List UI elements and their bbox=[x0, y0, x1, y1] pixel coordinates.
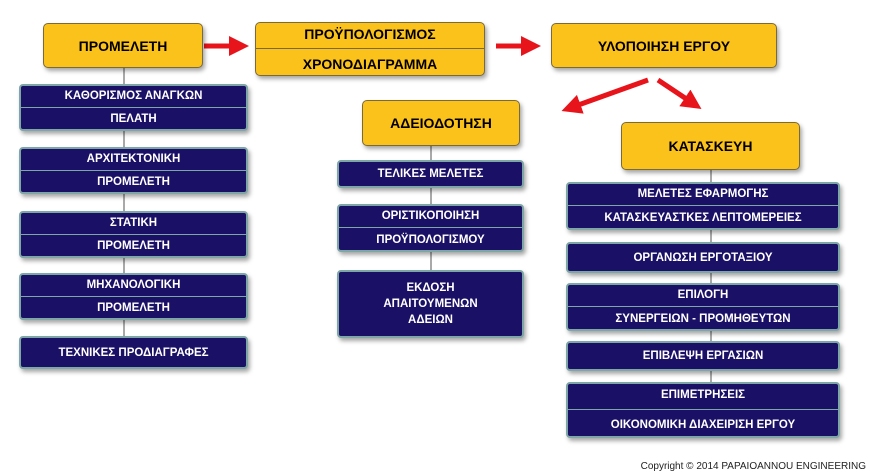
task-label: ΠΡΟΜΕΛΕΤΗ bbox=[97, 240, 170, 253]
permits-task-final-studies: ΤΕΛΙΚΕΣ ΜΕΛΕΤΕΣ bbox=[337, 160, 524, 188]
arrow-to-permits bbox=[561, 77, 649, 114]
task-label: ΤΕΛΙΚΕΣ ΜΕΛΕΤΕΣ bbox=[377, 168, 484, 180]
task-label: ΣΤΑΤΙΚΗ bbox=[109, 216, 158, 229]
prostudy-task-structural: ΣΤΑΤΙΚΗ ΠΡΟΜΕΛΕΤΗ bbox=[19, 211, 248, 258]
task-label: ΑΡΧΙΤΕΚΤΟΝΙΚΗ bbox=[86, 152, 181, 165]
task-label: ΟΡΙΣΤΙΚΟΠΟΙΗΣΗ bbox=[381, 209, 480, 222]
task-label: ΕΠΙΛΟΓΗ bbox=[677, 288, 729, 301]
task-separator bbox=[21, 106, 246, 108]
task-label: ΠΡΟΜΕΛΕΤΗ bbox=[97, 302, 170, 315]
task-label: ΟΡΓΑΝΩΣΗ ΕΡΓΟΤΑΞΙΟΥ bbox=[633, 251, 773, 264]
task-label: ΠΡΟΜΕΛΕΤΗ bbox=[97, 176, 170, 189]
phase-implementation: ΥΛΟΠΟΙΗΣΗ ΕΡΓΟΥ bbox=[551, 23, 777, 68]
prostudy-task-architectural: ΑΡΧΙΤΕΚΤΟΝΙΚΗ ΠΡΟΜΕΛΕΤΗ bbox=[19, 147, 248, 194]
task-label: ΑΔΕΙΩΝ bbox=[408, 314, 453, 326]
phase-construction: ΚΑΤΑΣΚΕΥΗ bbox=[621, 122, 800, 170]
construction-task-contractor-selection: ΕΠΙΛΟΓΗ ΣΥΝΕΡΓΕΙΩΝ - ΠΡΟΜΗΘΕΥΤΩΝ bbox=[566, 283, 840, 331]
phase-prostudy: ΠΡΟΜΕΛΕΤΗ bbox=[43, 23, 203, 68]
construction-task-measurements-finance: ΕΠΙΜΕΤΡΗΣΕΙΣ ΟΙΚΟΝΟΜΙΚΗ ΔΙΑΧΕΙΡΙΣΗ ΕΡΓΟΥ bbox=[566, 382, 840, 438]
construction-task-site-organization: ΟΡΓΑΝΩΣΗ ΕΡΓΟΤΑΞΙΟΥ bbox=[566, 242, 840, 273]
task-label: ΕΚΔΟΣΗ bbox=[406, 282, 455, 294]
task-label: ΟΙΚΟΝΟΜΙΚΗ ΔΙΑΧΕΙΡΙΣΗ ΕΡΓΟΥ bbox=[610, 418, 796, 431]
prostudy-task-client-needs: ΚΑΘΟΡΙΣΜΟΣ ΑΝΑΓΚΩΝ ΠΕΛΑΤΗ bbox=[19, 84, 248, 131]
task-label: ΣΥΝΕΡΓΕΙΩΝ - ΠΡΟΜΗΘΕΥΤΩΝ bbox=[615, 313, 791, 326]
task-separator bbox=[21, 169, 246, 171]
task-label: ΠΕΛΑΤΗ bbox=[110, 113, 157, 126]
arrow-to-construction bbox=[656, 77, 702, 109]
construction-task-supervision: ΕΠΙΒΛΕΨΗ ΕΡΓΑΣΙΩΝ bbox=[566, 341, 840, 371]
task-label: ΜΕΛΕΤΕΣ ΕΦΑΡΜΟΓΗΣ bbox=[637, 187, 769, 200]
task-label: ΚΑΤΑΣΚΕΥΑΣΤΚΕΣ ΛΕΠΤΟΜΕΡΕΙΕΣ bbox=[604, 212, 802, 225]
task-label: ΜΗΧΑΝΟΛΟΓΙΚΗ bbox=[86, 278, 181, 291]
phase-implementation-label: ΥΛΟΠΟΙΗΣΗ ΕΡΓΟΥ bbox=[597, 37, 731, 54]
task-separator bbox=[21, 295, 246, 297]
phase-permits-label: ΑΔΕΙΟΔΟΤΗΣΗ bbox=[390, 115, 492, 131]
prostudy-task-mechanical: ΜΗΧΑΝΟΛΟΓΙΚΗ ΠΡΟΜΕΛΕΤΗ bbox=[19, 273, 248, 320]
task-label: ΠΡΟΫΠΟΛΟΓΙΣΜΟΥ bbox=[376, 234, 485, 247]
task-separator bbox=[568, 205, 838, 207]
task-label: ΤΕΧΝΙΚΕΣ ΠΡΟΔΙΑΓΡΑΦΕΣ bbox=[58, 346, 209, 359]
task-separator bbox=[21, 233, 246, 235]
task-label: ΑΠΑΙΤΟΥΜΕΝΩΝ bbox=[383, 298, 478, 310]
phase-budget-schedule: ΠΡΟΫΠΟΛΟΓΙΣΜΟΣ ΧΡΟΝΟΔΙΑΓΡΑΜΜΑ bbox=[255, 22, 485, 76]
phase-budget-separator bbox=[256, 48, 484, 50]
task-separator bbox=[568, 409, 838, 411]
task-separator bbox=[339, 227, 522, 229]
phase-construction-label: ΚΑΤΑΣΚΕΥΗ bbox=[668, 138, 753, 154]
task-separator bbox=[568, 306, 838, 308]
prostudy-task-specifications: ΤΕΧΝΙΚΕΣ ΠΡΟΔΙΑΓΡΑΦΕΣ bbox=[19, 336, 248, 369]
construction-task-applied-studies: ΜΕΛΕΤΕΣ ΕΦΑΡΜΟΓΗΣ ΚΑΤΑΣΚΕΥΑΣΤΚΕΣ ΛΕΠΤΟΜΕ… bbox=[566, 182, 840, 230]
task-label: ΕΠΙΒΛΕΨΗ ΕΡΓΑΣΙΩΝ bbox=[642, 350, 764, 362]
phase-permits: ΑΔΕΙΟΔΟΤΗΣΗ bbox=[362, 100, 520, 146]
phase-budget-label: ΠΡΟΫΠΟΛΟΓΙΣΜΟΣ bbox=[304, 26, 436, 43]
phase-prostudy-label: ΠΡΟΜΕΛΕΤΗ bbox=[78, 37, 168, 54]
task-label: ΕΠΙΜΕΤΡΗΣΕΙΣ bbox=[660, 389, 746, 402]
task-label: ΚΑΘΟΡΙΣΜΟΣ ΑΝΑΓΚΩΝ bbox=[64, 89, 203, 102]
permits-task-issue-permits: ΕΚΔΟΣΗ ΑΠΑΙΤΟΥΜΕΝΩΝ ΑΔΕΙΩΝ bbox=[337, 270, 524, 338]
copyright-notice: Copyright © 2014 PAPAIOANNOU ENGINEERING bbox=[640, 461, 866, 472]
permits-task-budget-finalization: ΟΡΙΣΤΙΚΟΠΟΙΗΣΗ ΠΡΟΫΠΟΛΟΓΙΣΜΟΥ bbox=[337, 204, 524, 252]
phase-schedule-label: ΧΡΟΝΟΔΙΑΓΡΑΜΜΑ bbox=[302, 55, 438, 72]
